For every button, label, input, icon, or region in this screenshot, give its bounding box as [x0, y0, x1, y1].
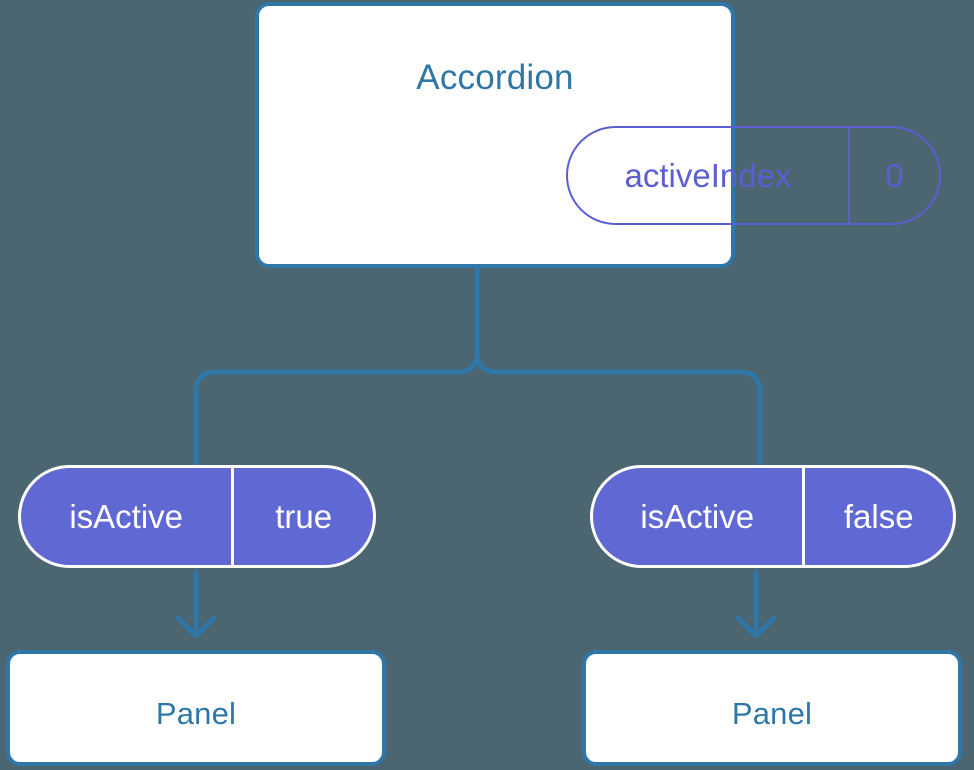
- accordion-component[interactable]: Accordion activeIndex 0: [255, 2, 941, 268]
- connector-trunk-split-right: [474, 263, 763, 469]
- state-key-label: isActive: [69, 497, 184, 535]
- state-value-label: 0: [847, 128, 939, 223]
- state-pill-active-index[interactable]: activeIndex 0: [566, 126, 941, 225]
- panel-title: Panel: [155, 696, 237, 731]
- state-pill-is-active-left[interactable]: isActive true: [18, 465, 376, 568]
- state-value-label: true: [231, 468, 373, 565]
- state-key-label: activeIndex: [624, 156, 792, 194]
- state-pill-is-active-right[interactable]: isActive false: [590, 465, 956, 568]
- connector-trunk-split: [193, 263, 480, 469]
- accordion-title: Accordion: [416, 58, 574, 97]
- state-key-label: isActive: [640, 497, 755, 535]
- panel-component-right[interactable]: Panel: [582, 650, 962, 766]
- panel-component-left[interactable]: Panel: [6, 650, 386, 766]
- state-value-label: false: [801, 468, 954, 565]
- arrow-left-down-icon: [175, 569, 217, 639]
- arrow-right-down-icon: [735, 569, 777, 639]
- panel-title: Panel: [731, 696, 813, 731]
